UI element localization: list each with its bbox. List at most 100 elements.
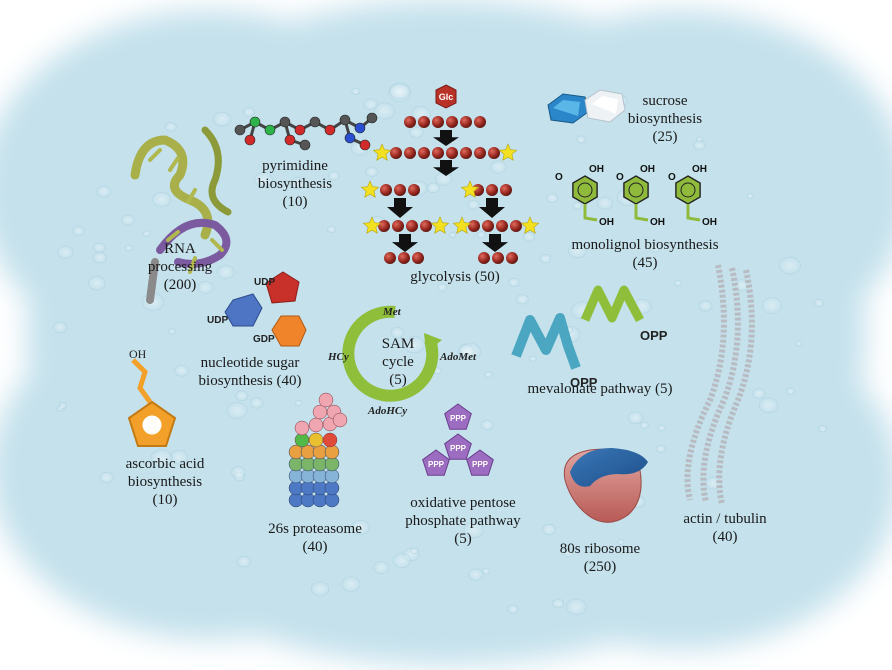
oh-label: OH [640, 164, 655, 175]
ppp-label: PPP [428, 460, 445, 469]
ribosome-label: 80s ribosome(250) [559, 541, 641, 575]
water-droplet [403, 336, 425, 354]
rna-structure-icon [130, 126, 232, 304]
water-droplet [786, 387, 796, 396]
water-droplet [627, 411, 644, 425]
atom [284, 134, 296, 146]
water-droplet [674, 279, 683, 287]
water-droplet [124, 244, 133, 252]
water-droplet [93, 242, 106, 253]
glycolysis-bead [408, 184, 420, 196]
water-droplets [53, 82, 828, 616]
water-droplet [818, 425, 828, 433]
actin-filament [700, 267, 741, 503]
ppp-label: PPP [450, 414, 467, 423]
o-label: O [668, 172, 676, 183]
water-droplet [326, 225, 337, 234]
water-droplet [566, 598, 587, 616]
glycolysis-bead [482, 220, 494, 232]
glycolysis-bead [394, 184, 406, 196]
glycolysis-label: glycolysis (50) [410, 269, 500, 285]
water-droplet [231, 466, 246, 478]
ascorbic-oh-label: OH [129, 347, 147, 361]
glycolysis-bead [488, 147, 500, 159]
water-droplet [515, 294, 529, 305]
water-droplet [389, 82, 411, 100]
water-droplet [449, 232, 457, 238]
water-droplet [426, 182, 440, 194]
glycolysis-bead [492, 252, 504, 264]
actin-filament-icon [684, 264, 755, 505]
ascorbic-acid-icon: OH [127, 347, 177, 447]
glc-label: Glc [439, 92, 454, 102]
water-droplet [529, 355, 537, 362]
arrow-icon [482, 234, 508, 252]
glycolysis-bead [432, 116, 444, 128]
arrow-icon [433, 130, 459, 146]
water-droplet [617, 539, 625, 546]
water-droplet [655, 444, 666, 453]
glycolysis-bead [468, 220, 480, 232]
water-droplet [150, 449, 173, 468]
atom [359, 139, 371, 151]
glycolysis-bead [460, 116, 472, 128]
glycolysis-bead [474, 116, 486, 128]
water-droplet [290, 177, 306, 190]
atom [264, 124, 276, 136]
hcy-label: HCy [327, 351, 349, 363]
water-droplet [99, 471, 114, 484]
glycolysis-bead [404, 116, 416, 128]
water-droplet [657, 424, 666, 432]
water-droplet [212, 111, 232, 127]
water-droplet [328, 171, 340, 181]
ribosome-icon [563, 448, 648, 523]
water-droplet [568, 243, 587, 259]
ppp-pentagon [422, 449, 450, 476]
ppp-pentagon [444, 433, 472, 460]
star-icon [520, 216, 540, 234]
water-droplet [121, 214, 135, 226]
glycolysis-bead [500, 184, 512, 196]
oh-label: OH [589, 164, 604, 175]
side-chain [686, 204, 701, 222]
udp-label: UDP [254, 277, 275, 288]
glycolysis-bead [478, 252, 490, 264]
water-droplet [437, 283, 448, 292]
water-droplet [58, 402, 67, 409]
glycolysis-bead [378, 220, 390, 232]
proteasome-label: 26s proteasome(40) [268, 521, 362, 555]
water-droplet [545, 193, 559, 204]
water-droplet [459, 342, 481, 361]
water-droplet [226, 402, 248, 419]
water-droplet [639, 421, 649, 429]
water-droplet [96, 185, 111, 198]
benzene-ring [623, 175, 649, 205]
atom [299, 139, 311, 151]
water-droplet [72, 225, 85, 236]
arrow-icon [433, 160, 459, 176]
met-label: Met [382, 306, 402, 318]
water-droplet [390, 327, 405, 339]
star-icon [430, 216, 450, 234]
side-chain [634, 204, 649, 222]
water-droplet [752, 388, 766, 399]
water-droplet [597, 196, 613, 210]
actin-tubulin-label: actin / tubulin(40) [683, 511, 767, 545]
water-droplet [392, 553, 411, 568]
ppp-label: PPP [450, 444, 467, 453]
proteasome-subunit [332, 412, 348, 428]
water-droplet [698, 300, 713, 312]
glycolysis-bead [446, 147, 458, 159]
water-droplet [249, 397, 264, 409]
atom [366, 112, 378, 124]
water-droplet [468, 568, 484, 581]
atom [294, 124, 306, 136]
glycolysis-bead [380, 184, 392, 196]
glycolysis-bead [384, 252, 396, 264]
